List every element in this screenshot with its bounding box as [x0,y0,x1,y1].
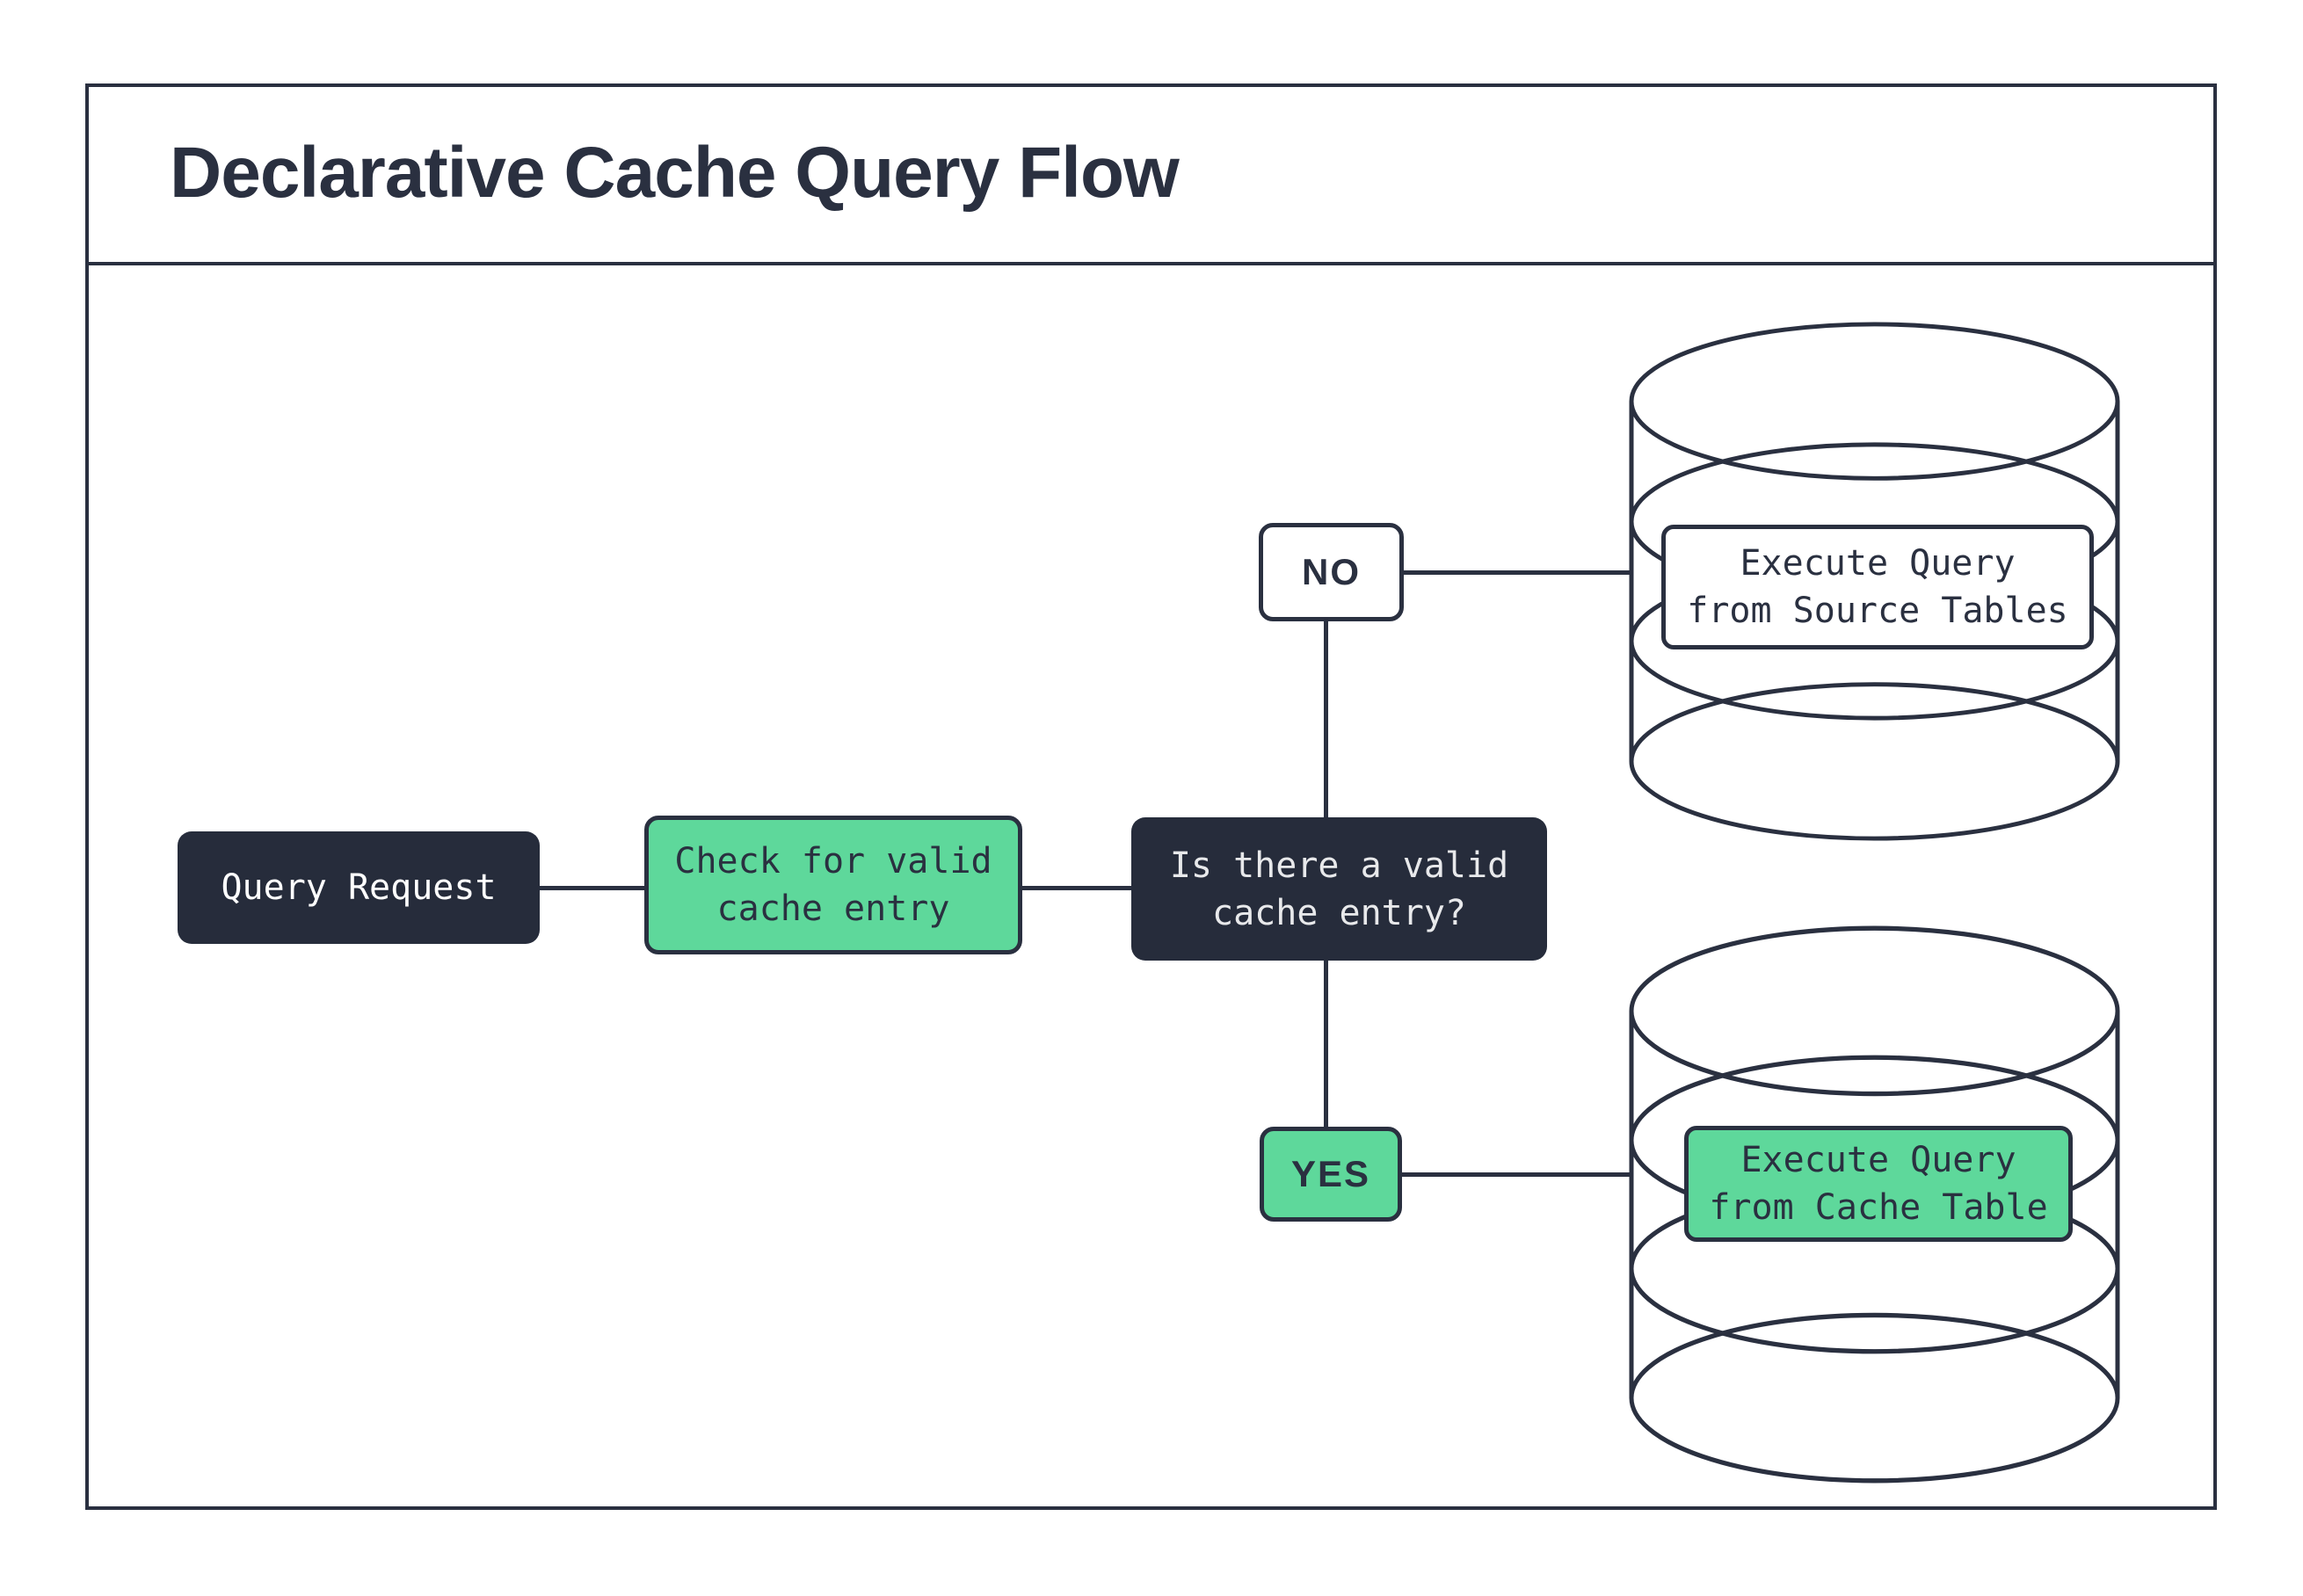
edge-label-text: YES [1290,1153,1371,1194]
diagram-frame [85,83,2217,1510]
page-title: Declarative Cache Query Flow [170,132,1180,213]
node-query-request: Query Request [178,831,540,944]
connector-decision-to-yes [1324,959,1328,1128]
node-label-line: cache entry? [1212,892,1466,933]
connector-yes-to-cache-db [1400,1172,1631,1177]
connector-query-to-check [540,886,644,890]
connector-no-to-decision [1324,620,1328,817]
diagram-header: Declarative Cache Query Flow [85,83,2217,265]
node-label-line: from Source Tables [1687,591,2068,631]
node-label-line: Is there a valid [1169,845,1509,886]
edge-label-no: NO [1259,523,1404,621]
edge-label-text: NO [1302,551,1361,592]
node-check-cache: Check for valid cache entry [644,816,1022,954]
node-decision-valid-cache: Is there a valid cache entry? [1131,817,1547,961]
edge-label-yes: YES [1260,1127,1402,1222]
node-label-line: Execute Query [1740,1140,2016,1180]
node-label-line: Query Request [221,867,497,908]
connector-check-to-decision [1022,886,1131,890]
node-label-line: from Cache Table [1709,1187,2048,1228]
node-execute-query-source: Execute Query from Source Tables [1661,525,2094,649]
connector-no-to-source-db [1402,570,1631,575]
node-label-line: Execute Query [1740,543,2016,584]
node-execute-query-cache: Execute Query from Cache Table [1684,1126,2073,1242]
node-label-line: cache entry [716,889,950,929]
node-label-line: Check for valid [674,841,992,881]
